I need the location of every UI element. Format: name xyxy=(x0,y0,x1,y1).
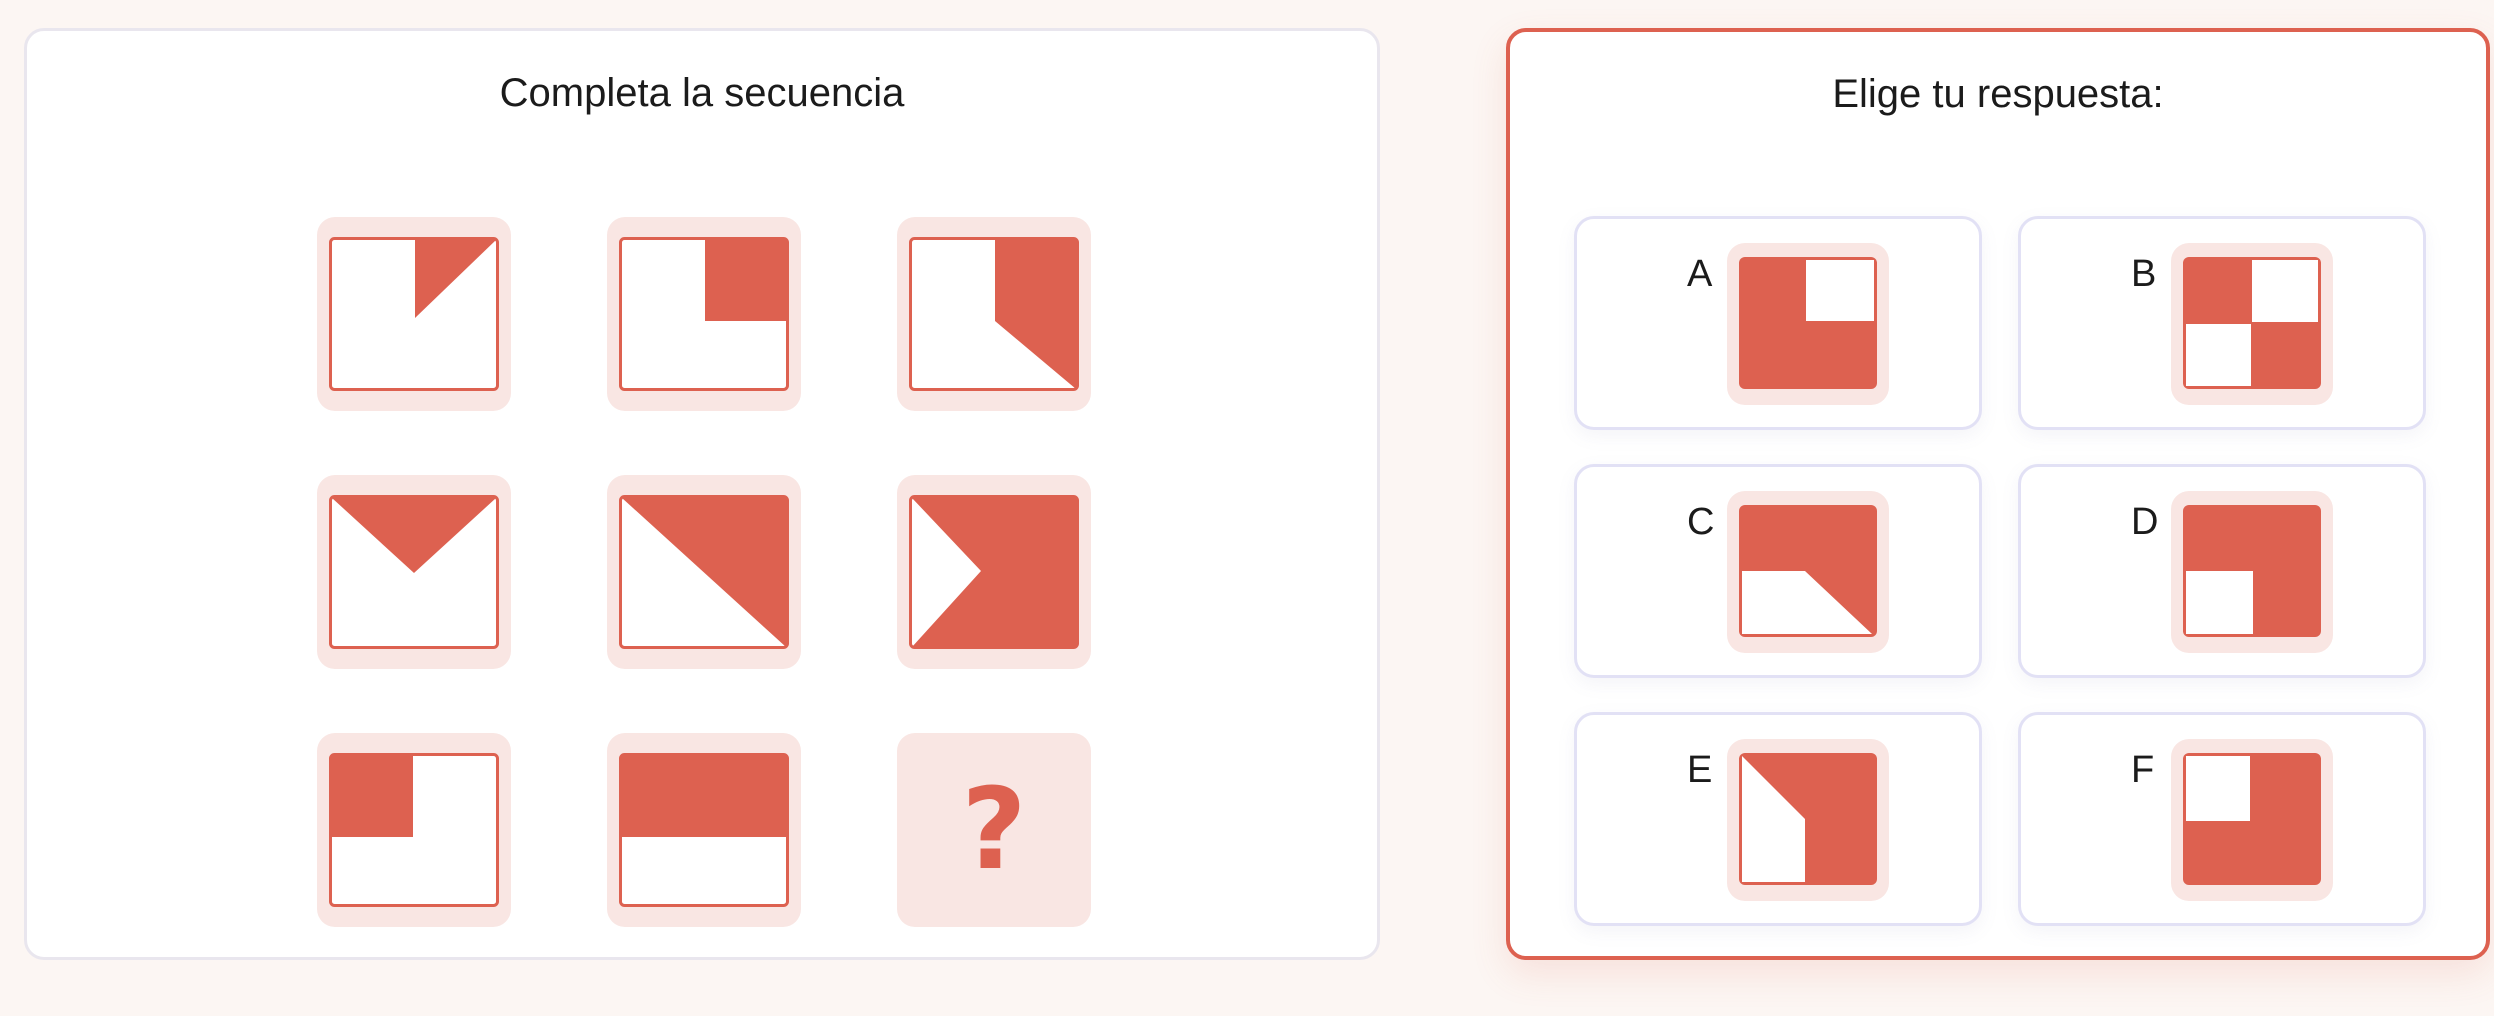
sequence-cell-r2c2 xyxy=(607,475,801,669)
top-right-small-square-icon xyxy=(619,237,789,391)
option-thumbnail xyxy=(1727,739,1889,901)
sequence-panel: Completa la secuencia xyxy=(24,28,1380,960)
top-down-triangle-icon xyxy=(329,495,499,649)
sequence-cell-r2c3 xyxy=(897,475,1091,669)
answer-option-a[interactable]: A xyxy=(1574,216,1982,430)
answers-panel: Elige tu respuesta: A B C xyxy=(1506,28,2490,960)
sequence-cell-r1c3 xyxy=(897,217,1091,411)
square-with-white-top-right-icon xyxy=(1739,257,1877,389)
top-right-small-triangle-icon xyxy=(329,237,499,391)
question-mark-icon: ? xyxy=(961,765,1027,895)
option-thumbnail xyxy=(1727,243,1889,405)
option-thumbnail xyxy=(2171,491,2333,653)
option-letter: E xyxy=(1687,749,1713,791)
checkerboard-icon xyxy=(2183,257,2321,389)
answer-option-d[interactable]: D xyxy=(2018,464,2426,678)
answer-option-e[interactable]: E xyxy=(1574,712,1982,926)
left-diagonal-white-icon xyxy=(1739,753,1877,885)
option-thumbnail xyxy=(1727,491,1889,653)
square-with-white-bottom-left-icon xyxy=(2183,505,2321,637)
answer-option-c[interactable]: C xyxy=(1574,464,1982,678)
option-thumbnail xyxy=(2171,739,2333,901)
answer-option-f[interactable]: F xyxy=(2018,712,2426,926)
option-thumbnail xyxy=(2171,243,2333,405)
sequence-cell-r1c2 xyxy=(607,217,801,411)
sequence-cell-r3c2 xyxy=(607,733,801,927)
option-letter: A xyxy=(1687,253,1713,295)
option-letter: C xyxy=(1687,501,1715,543)
option-letter: B xyxy=(2131,253,2157,295)
diagonal-lower-white-icon xyxy=(1739,505,1877,637)
option-letter: D xyxy=(2131,501,2159,543)
sequence-cell-missing: ? xyxy=(897,733,1091,927)
sequence-cell-r3c1 xyxy=(317,733,511,927)
right-strip-with-diagonal-icon xyxy=(909,237,1079,391)
square-with-white-top-left-icon xyxy=(2183,753,2321,885)
right-arrow-notch-icon xyxy=(909,495,1079,649)
upper-right-diagonal-half-icon xyxy=(619,495,789,649)
sequence-cell-r1c1 xyxy=(317,217,511,411)
option-letter: F xyxy=(2131,749,2155,791)
answers-title: Elige tu respuesta: xyxy=(1832,72,2164,116)
top-half-rectangle-icon xyxy=(619,753,789,907)
sequence-cell-r2c1 xyxy=(317,475,511,669)
top-left-square-icon xyxy=(329,753,499,907)
answer-option-b[interactable]: B xyxy=(2018,216,2426,430)
sequence-title: Completa la secuencia xyxy=(499,71,905,115)
